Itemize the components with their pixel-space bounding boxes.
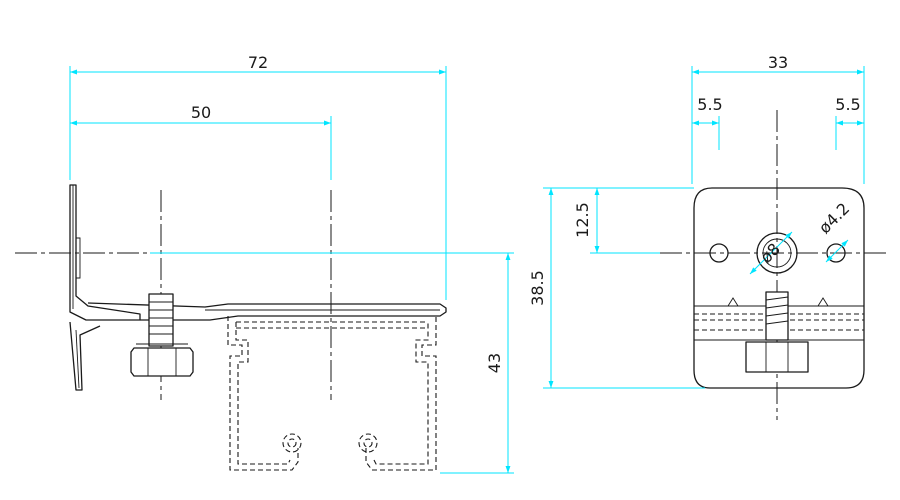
front-plate-outline — [693, 187, 865, 389]
dimension-5-5-left-text: 5.5 — [697, 95, 722, 114]
hex-nut — [130, 347, 194, 377]
dimension-5-5-left: 5.5 — [692, 95, 723, 150]
rail-hidden-outer — [227, 316, 437, 471]
rail-hidden-curl-left — [282, 433, 302, 453]
dimension-diameter-8: ø8 — [749, 231, 793, 275]
front-triangle-right — [817, 297, 829, 307]
front-bolt-thread-1 — [765, 296, 789, 301]
dimension-72-text: 72 — [248, 53, 268, 72]
front-bolt-thread-4 — [765, 320, 789, 325]
rail-hidden-lip — [236, 321, 428, 329]
rail-hidden-inner — [235, 322, 429, 465]
dimension-43: 43 — [150, 252, 514, 474]
bracket-vertical-plate — [69, 184, 141, 321]
rail-hidden-curl-left-inner — [287, 438, 297, 448]
front-bolt-thread-3 — [765, 312, 789, 317]
rail-hidden-curl-right — [358, 433, 378, 453]
dimension-72: 72 — [69, 53, 447, 300]
dimension-12-5: 12.5 — [573, 187, 694, 254]
front-triangle-left — [727, 297, 739, 307]
dimension-diameter-8-text: ø8 — [756, 239, 784, 267]
dimension-5-5-right: 5.5 — [835, 95, 864, 150]
dimension-33: 33 — [691, 53, 865, 184]
dimension-38-5-text: 38.5 — [528, 270, 547, 306]
bracket-weld-notch — [76, 237, 81, 279]
bracket-top-plate — [87, 302, 447, 321]
dimension-5-5-right-text: 5.5 — [835, 95, 860, 114]
front-hex-nut — [745, 341, 809, 373]
dimension-43-text: 43 — [485, 353, 504, 373]
dimension-33-text: 33 — [768, 53, 788, 72]
dimension-diameter-4-2-text: ø4.2 — [815, 199, 853, 237]
bolt-threaded-shaft — [148, 293, 174, 347]
front-view: 33 5.5 5.5 12.5 38.5 — [528, 53, 890, 420]
rail-hidden-curl-right-inner — [363, 438, 373, 448]
dimension-50-text: 50 — [191, 103, 211, 122]
front-bolt-thread-2 — [765, 304, 789, 309]
bracket-angled-arm — [69, 321, 101, 391]
dimension-12-5-text: 12.5 — [573, 202, 592, 238]
side-hole-left — [709, 243, 729, 263]
bracket-angled-arm-edge — [75, 329, 80, 389]
side-view: 72 50 43 — [15, 53, 514, 474]
dimension-38-5: 38.5 — [528, 187, 705, 389]
dimension-50: 50 — [70, 103, 332, 180]
